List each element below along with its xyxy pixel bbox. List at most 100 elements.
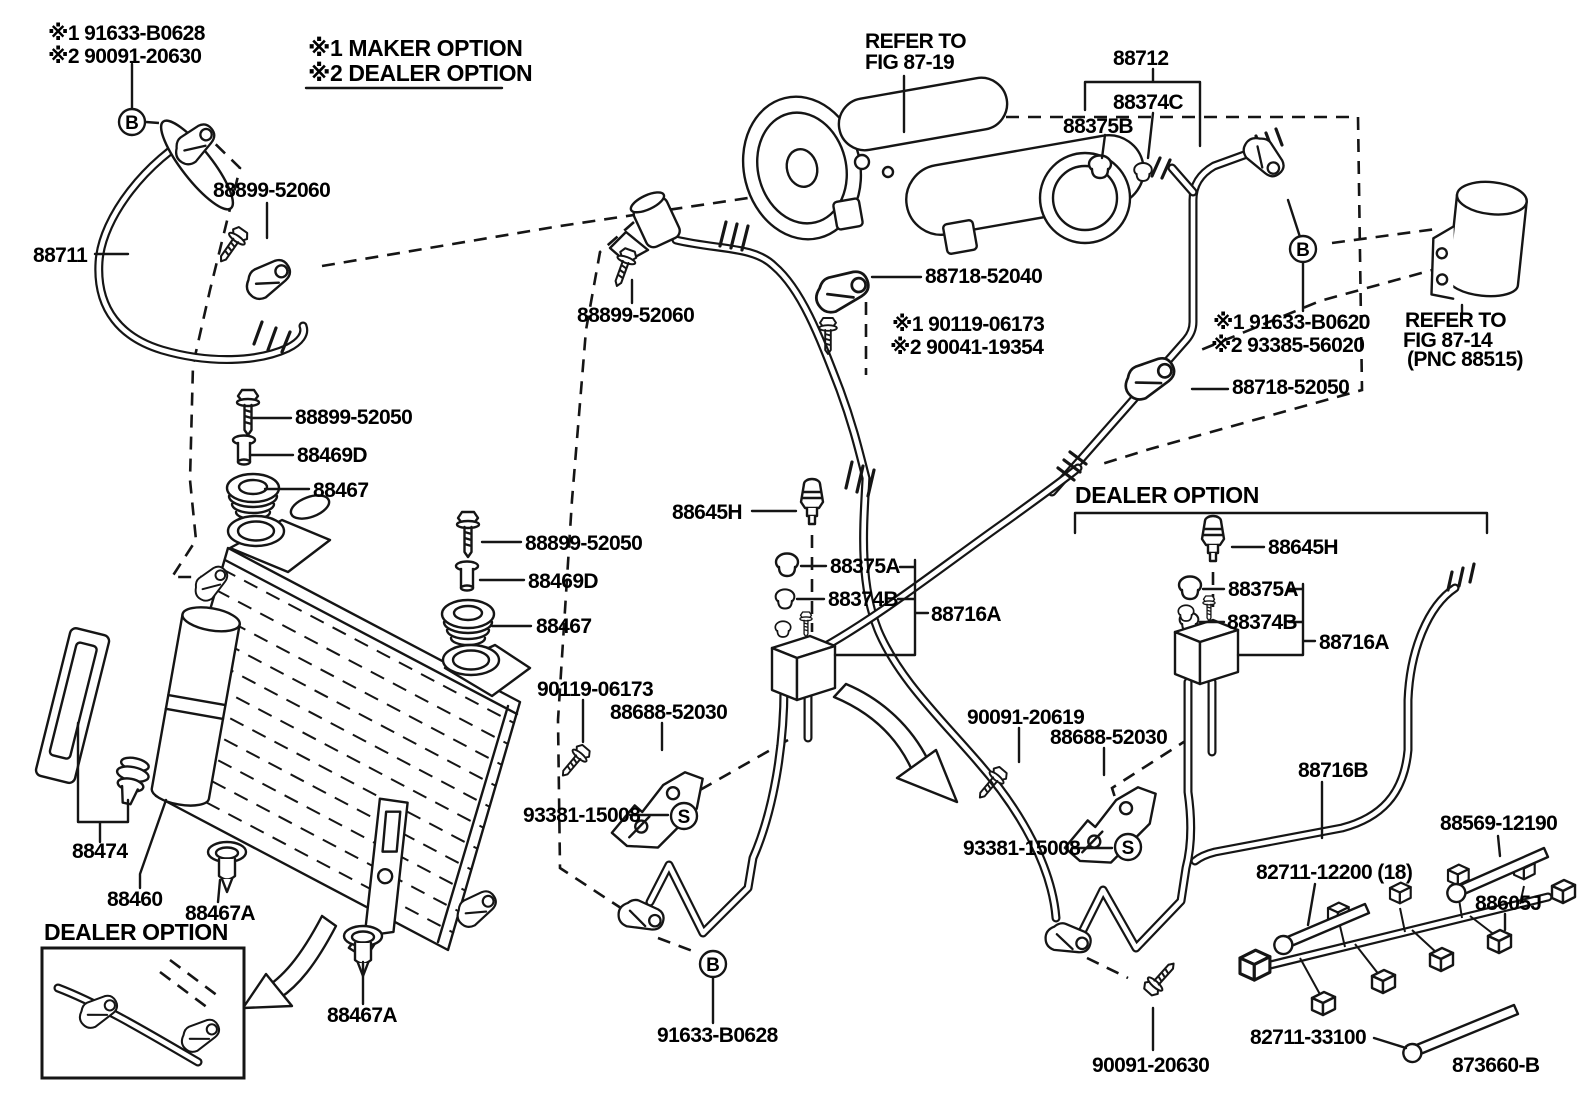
receiver-fig8714 — [1430, 180, 1528, 300]
section-dealer-option-right: DEALER OPTION — [1075, 482, 1259, 508]
grommet-88375A-b — [1177, 575, 1203, 601]
part-label-93381-15008-a: 93381-15008 — [523, 804, 641, 827]
pipe-88716B-inner — [1192, 585, 1458, 864]
seat-icon — [441, 643, 501, 677]
sensor-88645H-a — [799, 477, 825, 526]
bracket-88716A-a — [833, 558, 930, 657]
compressor-foot1 — [832, 197, 864, 231]
part-label-88711: 88711 — [33, 244, 88, 267]
grommet-88374B-a — [774, 588, 796, 610]
note-90041-19354: ※2 90041-19354 — [890, 336, 1044, 359]
part-label-93381-15008-b: 93381-15008 — [963, 837, 1081, 860]
leader-lines — [76, 62, 1507, 1052]
part-label-82711-12200: 82711-12200 (18) — [1256, 861, 1412, 884]
connector-icon — [1370, 968, 1397, 995]
note-93385-56020: ※2 93385-56020 — [1211, 334, 1364, 357]
bolt-icon — [235, 388, 261, 437]
collar-icon — [454, 560, 480, 592]
bolt-90119-a — [555, 741, 594, 783]
part-label-88899-52060-a: 88899-52060 — [213, 179, 330, 202]
grommet-88375A-a — [774, 552, 800, 578]
part-label-88718-52040: 88718-52040 — [925, 265, 1042, 288]
pipe-suction-rib1 — [718, 220, 750, 252]
symbol-b-label: B — [706, 955, 720, 976]
compressor-port1 — [853, 153, 871, 171]
symbol-s-label: S — [1122, 838, 1135, 859]
part-label-88460: 88460 — [107, 888, 162, 911]
grommet-88374C — [1133, 162, 1153, 182]
dash-receiver-upper — [1331, 227, 1437, 245]
note-90119-06173: ※1 90119-06173 — [892, 313, 1044, 336]
wire-tie-82711-33100 — [1402, 1003, 1520, 1064]
seat-icon — [226, 514, 286, 548]
note-top-left-2: ※2 90091-20630 — [48, 45, 201, 68]
bolt-88899-52060-a — [212, 223, 252, 268]
dash-center-vertical — [556, 221, 635, 914]
leaders-grommets-a — [795, 564, 828, 601]
leader-88712-bracket — [1083, 67, 1202, 148]
part-label-88467A-a: 88467A — [185, 902, 255, 925]
inset-box — [40, 946, 246, 1080]
hose-88711-inner — [96, 131, 307, 362]
legend-maker-option: ※1 MAKER OPTION — [308, 35, 522, 61]
pipe-liquid-up-inner — [812, 465, 1081, 655]
symbol-s-right: S — [1113, 832, 1143, 862]
part-label-88467-a: 88467 — [313, 479, 368, 502]
part-label-90119-06173: 90119-06173 — [537, 678, 653, 701]
part-label-88716A-b: 88716A — [1319, 631, 1389, 654]
cushion-icon — [225, 472, 281, 521]
part-label-88374B-a: 88374B — [828, 588, 898, 611]
bolt-icon — [455, 510, 481, 559]
symbol-s-label: S — [678, 807, 691, 828]
symbol-b-label: B — [1296, 240, 1310, 261]
symbol-s-center: S — [669, 801, 699, 831]
dash-right-vertical — [1101, 116, 1364, 466]
suction-elbow — [629, 191, 681, 249]
collar-icon — [231, 434, 257, 466]
part-label-88375B: 88375B — [1063, 115, 1133, 138]
sensor-88645H-b — [1200, 514, 1226, 563]
leader-82711-33100 — [1372, 1036, 1408, 1050]
connector-icon — [1428, 946, 1455, 973]
leader-88467A-a — [216, 878, 222, 904]
part-label-90091-20630: 90091-20630 — [1092, 1054, 1209, 1077]
ref-fig8714-line2: FIG 87-14 — [1403, 329, 1493, 352]
pipe-88712-inner — [1049, 147, 1261, 495]
flow-arrow-center — [832, 682, 959, 804]
part-label-88569-12190: 88569-12190 — [1440, 812, 1557, 835]
fitting-rib-88712 — [1150, 156, 1172, 180]
leader-88374C — [1146, 111, 1155, 160]
clamp-88718-52050 — [1119, 354, 1181, 404]
part-label-88469D-a: 88469D — [297, 444, 367, 467]
clamp-88718-52040 — [811, 268, 873, 316]
flow-arrow-left — [241, 914, 338, 1010]
part-label-88899-52050-b: 88899-52050 — [525, 532, 642, 555]
connector-icon — [1550, 878, 1577, 905]
part-label-88718-52050: 88718-52050 — [1232, 376, 1349, 399]
part-label-88645H-a: 88645H — [672, 501, 742, 524]
part-label-88467A-b: 88467A — [327, 1004, 397, 1027]
wire-tie-88569-12190 — [1446, 846, 1550, 904]
legend-dealer-option: ※2 DEALER OPTION — [308, 60, 532, 86]
valve-group-b — [972, 511, 1489, 873]
bracket-88474 — [76, 721, 130, 844]
compressor-port2 — [881, 165, 895, 179]
part-label-82711-33100: 82711-33100 — [1250, 1026, 1366, 1049]
connector-icon — [1486, 928, 1513, 955]
pipe-blockB-down-inner — [1079, 679, 1194, 951]
dash-b-to-clamp — [145, 120, 173, 126]
compressor-foot2 — [942, 219, 978, 255]
ref-fig8714-line3: (PNC 88515) — [1407, 348, 1523, 371]
hose-88711-rib — [252, 320, 292, 354]
receiver-dryer-88474 — [150, 606, 241, 807]
block-88716A-b — [1173, 595, 1240, 686]
note-91633-B0620: ※1 91633-B0620 — [1213, 311, 1370, 334]
dealer-option-inset — [40, 946, 246, 1080]
clamp-bottom-center — [612, 891, 669, 943]
part-label-88467-b: 88467 — [536, 615, 591, 638]
ref-fig8719-line2: FIG 87-19 — [865, 51, 954, 74]
pipe-88716B-thread — [1446, 562, 1476, 592]
cushion-icon — [440, 598, 496, 647]
